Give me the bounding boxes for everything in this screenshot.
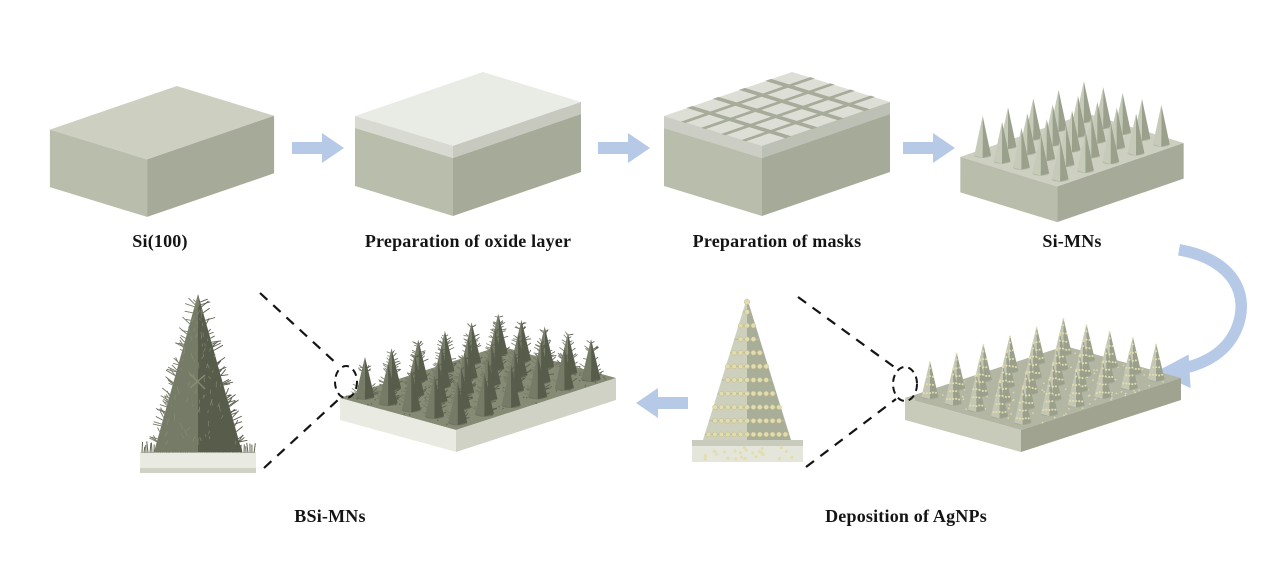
callout-line-top [797,296,898,370]
callout-circle [892,366,918,402]
label-bsi-mns: BSi-MNs [294,506,366,526]
callout-line-bottom [805,398,897,468]
bsi-cone-zoom-illustration [140,294,256,473]
curved-arrow-path [1177,244,1247,374]
si-mns-array-illustration [960,81,1184,223]
flow-arrow-right-3-icon [903,133,955,163]
callout-line-bottom [263,398,340,469]
agnp-cone-zoom-illustration [692,298,803,462]
agnp-zoom-callout [797,296,918,468]
callout-circle [334,365,358,399]
label-oxide-layer: Preparation of oxide layer [364,231,572,251]
oxide-layer-illustration [355,72,581,216]
flow-arrow-right-2-icon [598,133,650,163]
callout-line-top [259,292,339,366]
label-si-mns: Si-MNs [1042,231,1102,251]
bsi-zoom-callout [259,292,358,469]
arrow-shape [903,133,955,163]
flow-arrow-left-icon [636,388,688,418]
agnp-array-illustration [905,317,1181,452]
bsi-mns-array-illustration [340,313,616,452]
si-substrate-illustration [49,85,275,217]
label-si100: Si(100) [132,231,188,251]
arrow-shape [636,388,688,418]
arrow-shape [598,133,650,163]
flow-arrow-right-1-icon [292,133,344,163]
curved-arrow-head [1155,354,1191,389]
arrow-shape [292,133,344,163]
label-masks: Preparation of masks [692,231,862,251]
masks-illustration [664,72,890,216]
label-deposition-agnps: Deposition of AgNPs [825,506,987,526]
curved-flow-arrow-icon [1155,244,1247,389]
